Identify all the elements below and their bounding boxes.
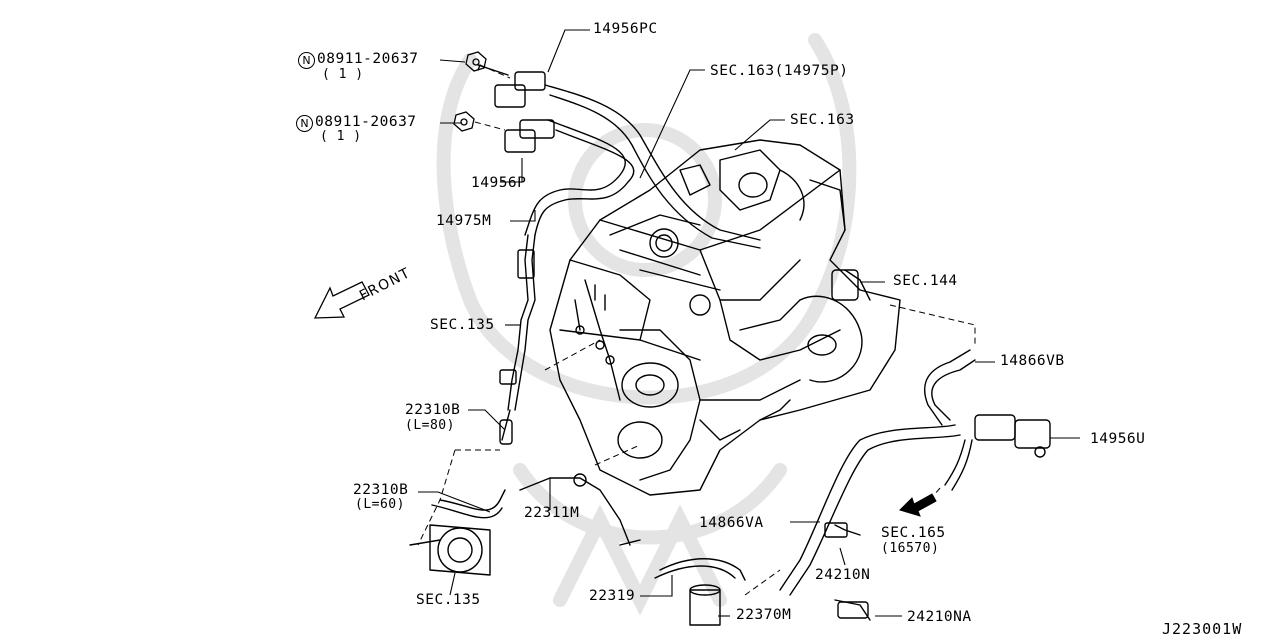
label-22310b-80: 22310B [405,402,461,418]
direction-arrow-icon [899,493,937,517]
leader-lines [418,29,1080,617]
label-22310b-60-length: (L=60) [355,497,405,512]
label-22310b-80-length: (L=80) [405,418,455,433]
label-22370m: 22370M [736,607,792,623]
lower-right-hoses [654,349,1051,626]
label-22310b-60: 22310B [353,482,409,498]
front-arrow-icon [313,281,370,319]
label-22319: 22319 [589,588,636,604]
label-14956pc: 14956PC [593,21,658,37]
label-sec163-14975p: SEC.163(14975P) [710,63,849,79]
label-nut2-qty: ( 1 ) [320,129,362,144]
label-14866va: 14866VA [699,515,764,531]
label-sec163: SEC.163 [790,112,855,128]
label-14975m: 14975M [436,213,492,229]
hex-nut-icon [453,51,487,132]
label-14956p: 14956P [471,175,527,191]
label-14866vb: 14866VB [1000,353,1065,369]
label-nut1-qty: ( 1 ) [322,67,364,82]
lower-left-parts [409,409,641,576]
label-sec135-b: SEC.135 [416,592,481,608]
label-sec165-sub: (16570) [881,541,940,556]
label-24210n: 24210N [815,567,871,583]
nut-badge-2: N [296,115,313,132]
engine-block [549,139,901,496]
label-14956u: 14956U [1090,431,1146,447]
label-sec135-a: SEC.135 [430,317,495,333]
label-sec165: SEC.165 [881,525,946,541]
diagram-code: J223001W [1162,620,1243,638]
label-sec144: SEC.144 [893,273,958,289]
label-nut2-part: 08911-20637 [315,114,417,130]
nut-badge-1: N [298,52,315,69]
label-24210na: 24210NA [907,609,972,625]
watermark-emblem [436,33,857,616]
label-22311m: 22311M [524,505,580,521]
upper-hoses [477,64,761,411]
label-nut1-part: 08911-20637 [317,51,419,67]
